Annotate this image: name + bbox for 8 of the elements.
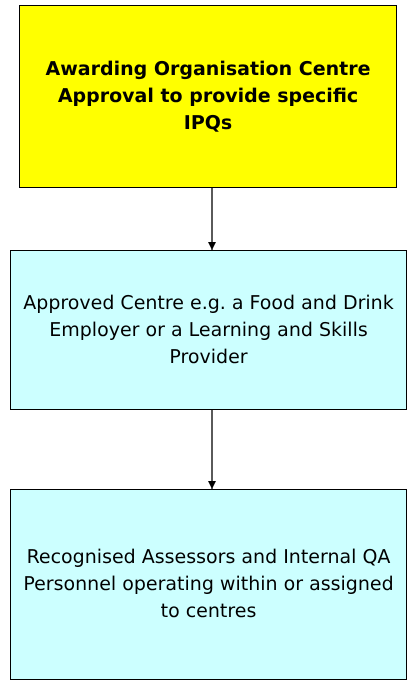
process-box bbox=[10, 250, 407, 410]
arrow bbox=[208, 410, 216, 489]
box-text: Approved Centre e.g. a Food and Drink Employer or a Learning and Skills Provider bbox=[23, 290, 394, 370]
process-box bbox=[19, 5, 397, 188]
box-text: Awarding Organisation Centre Approval to provide specific IPQs bbox=[44, 57, 372, 136]
arrow bbox=[208, 188, 216, 250]
process-box bbox=[10, 489, 407, 680]
box-text: Recognised Assessors and Internal QA Personnel operating within or assigned to centres bbox=[23, 545, 394, 624]
